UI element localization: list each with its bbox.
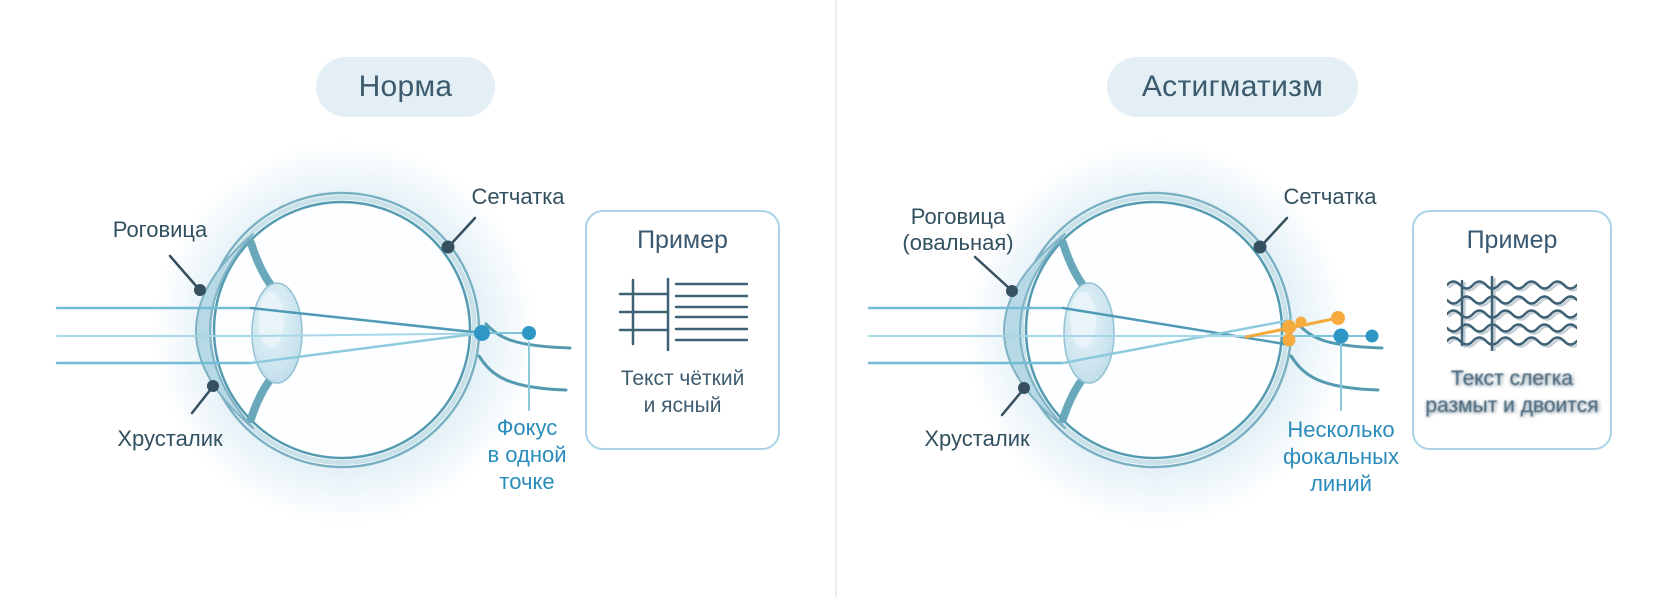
- focal-dots-blue: [1333, 328, 1379, 344]
- eye-diagram-astigmatism: [867, 141, 1384, 525]
- eye-diagram-normal: [55, 141, 572, 525]
- example-card-astigmatism: Пример Текст слегка размыт и дво: [1412, 210, 1612, 450]
- panel-divider: [835, 0, 837, 597]
- lens-shape: [251, 282, 303, 384]
- panel-title-normal-label: Норма: [358, 70, 453, 103]
- label-focus-single-point: Фокус в одной точке: [487, 415, 567, 494]
- label-multiple-focal-lines: Несколько фокальных линий: [1283, 417, 1399, 496]
- panel-title-astigmatism-label: Астигматизм: [1141, 70, 1324, 103]
- label-retina-astigmatism: Сетчатка: [1283, 184, 1377, 209]
- incoming-rays: [55, 306, 253, 365]
- label-retina-normal: Сетчатка: [471, 184, 565, 209]
- example-card-normal: Пример Текст чёткий и ясный: [585, 210, 780, 450]
- label-cornea-oval: Роговица (овальная): [902, 204, 1014, 255]
- optic-nerve: [477, 322, 572, 392]
- label-cornea-normal: Роговица: [112, 217, 208, 242]
- clear-text-lines-icon: [618, 277, 748, 351]
- optic-nerve: [1289, 322, 1384, 392]
- example-caption-clear: Текст чёткий и ясный: [620, 367, 745, 417]
- focus-point-dot-callout: [522, 326, 536, 340]
- focus-point-dot-retina: [474, 325, 490, 341]
- example-card-title: Пример: [637, 226, 728, 254]
- blurred-wavy-lines-icon: [1447, 275, 1577, 351]
- incoming-rays: [867, 306, 1065, 365]
- label-lens-astigmatism: Хрусталик: [924, 426, 1030, 451]
- lens-shape: [1063, 282, 1115, 384]
- leader-lines-astigmatism: [973, 216, 1289, 417]
- example-card-title: Пример: [1466, 226, 1558, 254]
- converging-rays-single-focus: [249, 306, 530, 411]
- eyeball-normal: [203, 191, 481, 469]
- panel-title-normal: Норма: [316, 57, 495, 117]
- leader-lines-normal: [168, 216, 477, 415]
- example-caption-blurred: Текст слегка размыт и двоится: [1425, 367, 1599, 417]
- panel-title-astigmatism: Астигматизм: [1107, 57, 1358, 117]
- label-lens-normal: Хрусталик: [117, 426, 223, 451]
- eyeball-astigmatism: [1015, 191, 1293, 469]
- focal-dots-orange: [1282, 311, 1345, 347]
